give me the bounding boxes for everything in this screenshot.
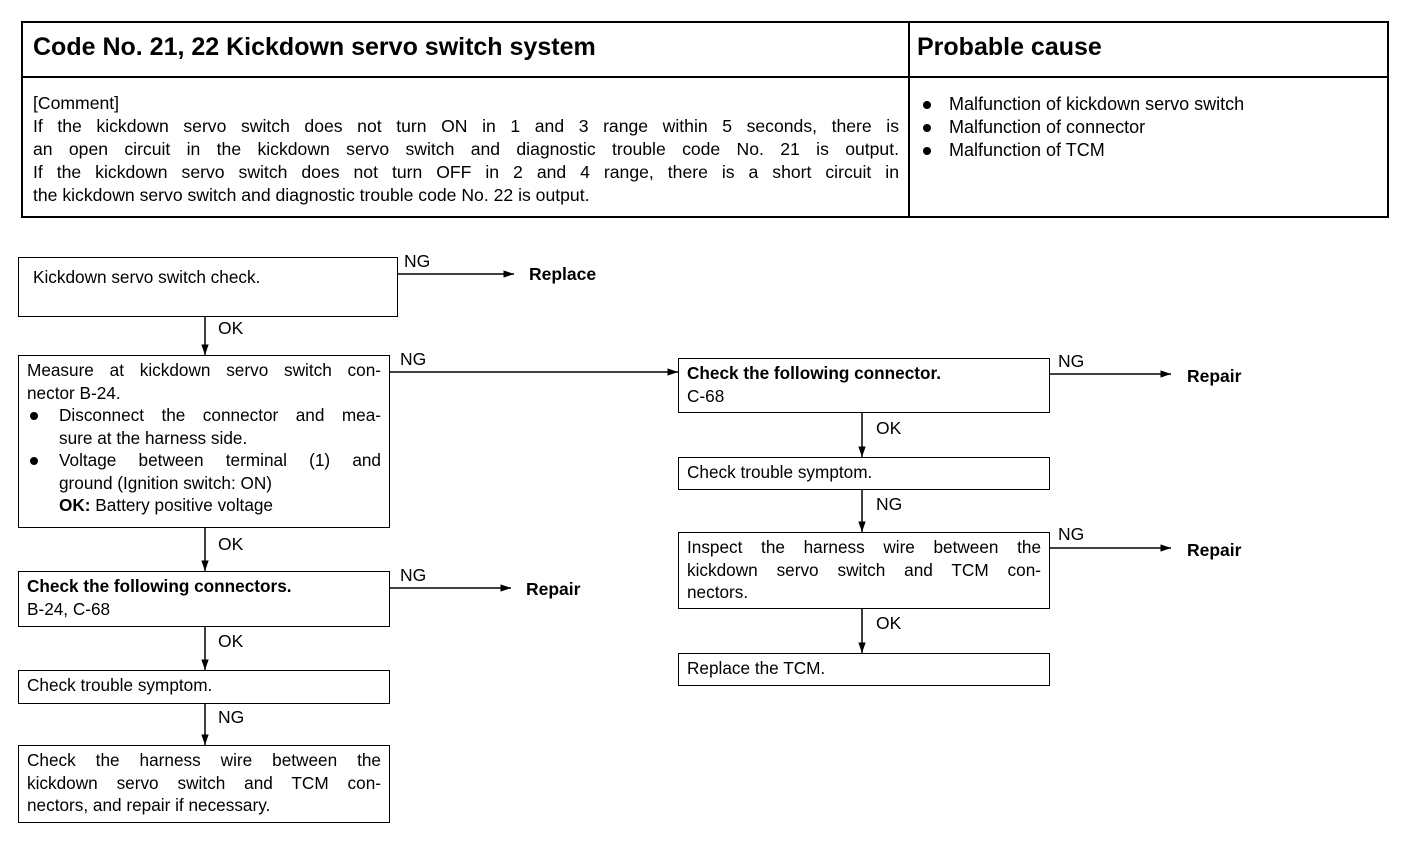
ok-label: OK — [218, 631, 244, 651]
cause-item: Malfunction of TCM — [920, 139, 1244, 162]
step-check-connectors: Check the following connectors. B-24, C-… — [18, 571, 390, 627]
step-text: Kickdown servo switch check. — [33, 267, 261, 287]
header-row-divider — [23, 76, 1387, 78]
cause-item: Malfunction of connector — [920, 116, 1244, 139]
step-text: C-68 — [687, 385, 725, 406]
ok-label: OK — [218, 534, 244, 554]
step-title: Check the following connectors. — [27, 576, 292, 596]
step-text: kickdown servo switch and TCM con- — [687, 559, 1041, 580]
comment-line: the kickdown servo switch and diagnostic… — [33, 185, 590, 205]
step-text: nectors, and repair if necessary. — [27, 795, 271, 815]
step-text: sure at the harness side. — [59, 427, 248, 448]
step-text: Check trouble symptom. — [27, 675, 213, 695]
step-inspect-harness-wire: Inspect the harness wire between the kic… — [678, 532, 1050, 609]
comment-line: an open circuit in the kickdown servo sw… — [33, 139, 899, 159]
step-check-harness-wire: Check the harness wire between the kickd… — [18, 745, 390, 823]
step-text: Disconnect the connector and mea- — [59, 405, 381, 425]
probable-cause-list: Malfunction of kickdown servo switch Mal… — [920, 93, 1244, 162]
ok-condition-label: OK: — [59, 495, 91, 515]
comment-line: If the kickdown servo switch does not tu… — [33, 116, 899, 136]
result-repair: Repair — [526, 579, 581, 599]
step-check-connector-c68: Check the following connector. C-68 — [678, 358, 1050, 413]
step-text: nector B-24. — [27, 382, 121, 403]
probable-cause-title: Probable cause — [917, 33, 1102, 61]
comment-line: If the kickdown servo switch does not tu… — [33, 162, 899, 182]
step-text: B-24, C-68 — [27, 598, 111, 619]
result-repair: Repair — [1187, 366, 1242, 386]
ng-label: NG — [1058, 524, 1085, 544]
step-check-trouble-symptom-right: Check trouble symptom. — [678, 457, 1050, 490]
ok-label: OK — [876, 418, 902, 438]
header-table: Code No. 21, 22 Kickdown servo switch sy… — [21, 21, 1389, 218]
step-check-trouble-symptom: Check trouble symptom. — [18, 670, 390, 704]
step-title: Check the following connector. — [687, 363, 942, 383]
step-text: Check the harness wire between the — [27, 750, 381, 770]
step-text: Replace the TCM. — [687, 658, 826, 678]
step-text: kickdown servo switch and TCM con- — [27, 772, 381, 793]
result-repair: Repair — [1187, 540, 1242, 560]
step-text: Voltage between terminal (1) and — [59, 450, 381, 470]
result-replace: Replace — [529, 264, 597, 284]
ok-label: OK — [876, 613, 902, 633]
ng-label: NG — [1058, 351, 1085, 371]
step-text: Measure at kickdown servo switch con- — [27, 360, 381, 380]
bullet-voltage: Voltage between terminal (1) and ground … — [27, 449, 381, 517]
bullet-disconnect: Disconnect the connector and mea- sure a… — [27, 404, 381, 449]
ng-label: NG — [400, 565, 427, 585]
ng-label: NG — [876, 494, 903, 514]
ng-label: NG — [218, 707, 245, 727]
ng-label: NG — [404, 251, 431, 271]
step-text: nectors. — [687, 582, 749, 602]
step-replace-tcm: Replace the TCM. — [678, 653, 1050, 686]
cause-item: Malfunction of kickdown servo switch — [920, 93, 1244, 116]
ng-label: NG — [400, 349, 427, 369]
ok-condition-value: Battery positive voltage — [95, 495, 273, 515]
step-measure-connector: Measure at kickdown servo switch con- ne… — [18, 355, 390, 528]
section-title: Code No. 21, 22 Kickdown servo switch sy… — [33, 33, 596, 61]
step-kickdown-servo-switch-check: Kickdown servo switch check. — [18, 257, 398, 317]
comment-text: [Comment] If the kickdown servo switch d… — [33, 92, 899, 207]
comment-heading: [Comment] — [33, 93, 120, 113]
column-divider — [908, 23, 910, 216]
step-text: Check trouble symptom. — [687, 462, 873, 482]
step-text: Inspect the harness wire between the — [687, 537, 1041, 557]
step-text: ground (Ignition switch: ON) — [59, 472, 273, 493]
ok-label: OK — [218, 318, 244, 338]
